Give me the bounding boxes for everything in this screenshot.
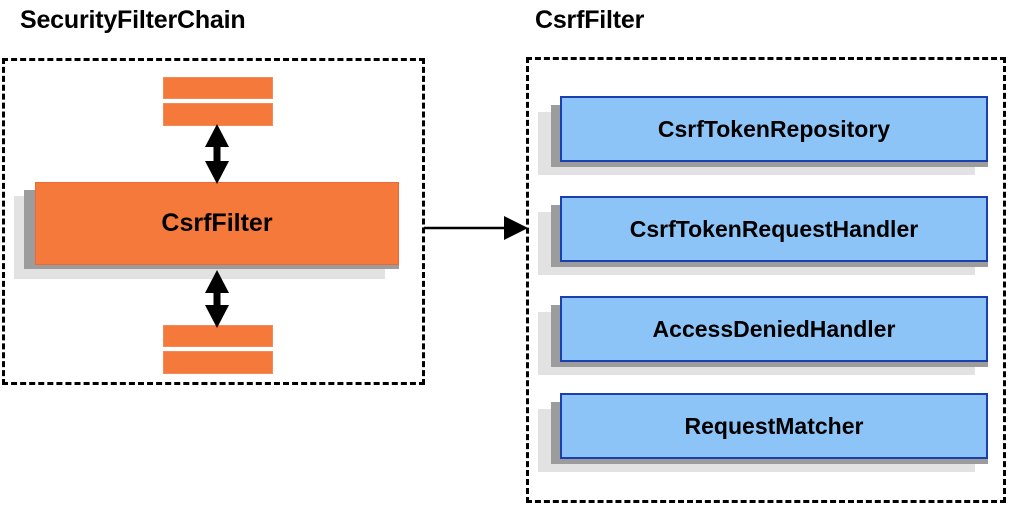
component-label-1: CsrfTokenRepository: [657, 115, 891, 142]
panel-security-filter-chain: [2, 58, 425, 385]
filter-bar-top-1: [163, 77, 273, 99]
arrow-right: [424, 216, 528, 240]
component-label-2: CsrfTokenRequestHandler: [629, 215, 919, 242]
component-box-access-denied-handler[interactable]: AccessDeniedHandler: [560, 296, 988, 362]
panel-csrf-filter-details: [526, 57, 1006, 503]
page-title-security-filter-chain: SecurityFilterChain: [20, 6, 246, 34]
component-box-csrf-token-repository[interactable]: CsrfTokenRepository: [560, 96, 988, 162]
component-label-4: RequestMatcher: [684, 412, 864, 439]
filter-bar-top-2: [163, 103, 273, 126]
component-box-request-matcher[interactable]: RequestMatcher: [560, 393, 988, 459]
csrf-filter-box[interactable]: CsrfFilter: [35, 182, 399, 265]
csrf-filter-box-label: CsrfFilter: [161, 209, 273, 237]
filter-bar-bottom-2: [163, 351, 273, 374]
component-box-csrf-token-request-handler[interactable]: CsrfTokenRequestHandler: [560, 196, 988, 262]
filter-bar-bottom-1: [163, 325, 273, 347]
component-label-3: AccessDeniedHandler: [652, 315, 896, 342]
page-title-csrf-filter: CsrfFilter: [535, 6, 645, 34]
